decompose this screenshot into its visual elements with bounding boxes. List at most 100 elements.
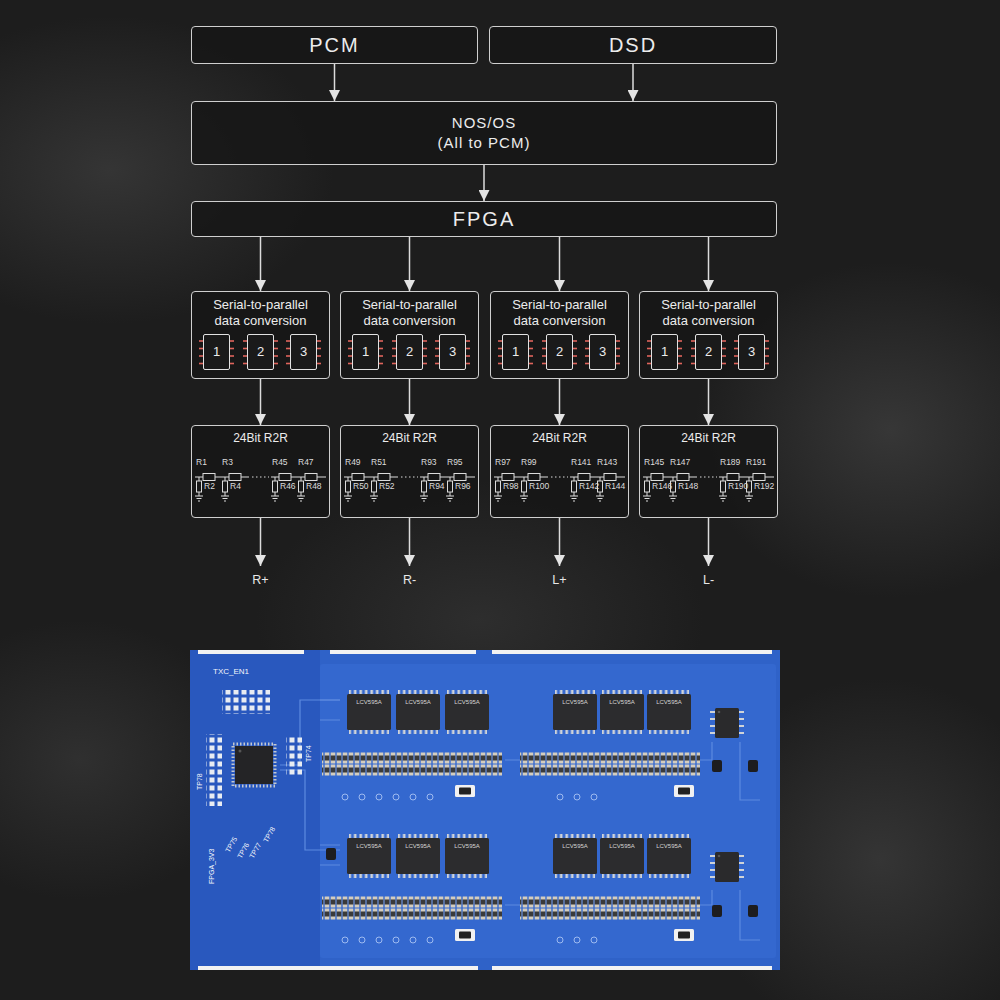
output-signal-label: R+ [252,574,268,587]
flow-arrow [708,237,710,291]
chip-pin [379,348,383,350]
dac-box: 24Bit R2R [639,425,778,518]
chip-pin [765,348,769,350]
silkscreen-label: TP78 [196,773,203,790]
resistor-label: R3 [222,458,233,467]
ground-symbol [520,496,528,501]
converter-box: Serial-to-parallel data conversion123 [191,291,330,379]
resistor-label: R192 [754,482,774,491]
ground-symbol [494,496,502,501]
box-label: (All to PCM) [438,133,531,153]
chip-number: 1 [213,344,220,360]
chip-pin [466,348,470,350]
flow-arrow [483,165,485,201]
flow-arrow [559,379,561,425]
dac-box: 24Bit R2R [191,425,330,518]
ground-symbol [271,496,279,501]
resistor-symbol [677,474,689,481]
resistor-label: R93 [421,458,437,467]
chip-pin [573,348,577,350]
chip-pin [230,348,234,350]
ground-symbol [297,496,305,501]
chip-pin [573,363,577,365]
box-fill [340,425,479,518]
silkscreen-label: TP78 [262,826,276,844]
chip-pin [529,363,533,365]
input-box: DSD [489,26,777,64]
ladder-ellipsis [401,477,418,478]
chip-icon: 3 [738,334,765,370]
ladder-ellipsis [551,477,568,478]
ground-symbol [195,496,203,501]
chip-number: 2 [705,344,712,360]
resistor-symbol [229,474,241,481]
resistor-symbol [378,474,390,481]
resistor-label: R48 [306,482,322,491]
resistor-symbol [203,474,215,481]
resistor-label: R96 [455,482,471,491]
resistor-symbol [372,481,377,492]
chip-pin [379,363,383,365]
box-fill [340,291,479,379]
ground-symbol [669,496,677,501]
resistor-symbol [352,474,364,481]
chip-icon: 3 [439,334,466,370]
chip-pin [274,355,278,357]
box-fill [639,291,778,379]
chip-icon: 3 [290,334,317,370]
resistor-symbol [279,474,291,481]
ladder-ellipsis [252,477,269,478]
box-label: PCM [309,33,359,57]
box-label: Serial-to-parallel data conversion [649,297,768,328]
chip-pin [722,340,726,342]
chip-icon: 1 [651,334,678,370]
chip-number: 3 [300,344,307,360]
resistor-symbol [496,481,501,492]
flow-arrow [559,237,561,291]
box-fill [490,291,629,379]
resistor-symbol [223,481,228,492]
resistor-label: R144 [605,482,625,491]
silkscreen-label: TP74 [305,745,312,762]
chip-marking: LCV595A [656,843,682,849]
output-signal-label: R- [403,574,416,587]
output-arrow [559,518,561,566]
chip-pin [573,355,577,357]
chip-icon: 2 [247,334,274,370]
chip-number: 3 [449,344,456,360]
chip-icon: 2 [546,334,573,370]
chip-pin [423,340,427,342]
chip-marking: LCV595A [405,699,431,705]
ladder-ellipsis [700,477,717,478]
output-signal-label: L+ [552,574,566,587]
ground-symbol [446,496,454,501]
resistor-label: R94 [429,482,445,491]
flow-arrow [708,379,710,425]
box-label: 24Bit R2R [382,431,437,445]
resistor-symbol [753,474,765,481]
ground-symbol [344,496,352,501]
chip-icon: 2 [695,334,722,370]
ground-symbol [420,496,428,501]
chip-number: 3 [748,344,755,360]
chip-icon: 1 [352,334,379,370]
chip-number: 1 [362,344,369,360]
chip-marking: LCV595A [454,843,480,849]
resistor-symbol [305,474,317,481]
chip-pin [466,363,470,365]
chip-marking: LCV595A [356,699,382,705]
chip-pin [722,348,726,350]
converter-box: Serial-to-parallel data conversion123 [490,291,629,379]
chip-marking: LCV595A [562,699,588,705]
chip-pin [616,348,620,350]
ground-symbol [221,496,229,501]
resistor-symbol [604,474,616,481]
chip-number: 2 [406,344,413,360]
resistor-label: R141 [571,458,591,467]
resistor-label: R46 [280,482,296,491]
chip-pin [573,340,577,342]
chip-pin [765,355,769,357]
resistor-label: R47 [298,458,314,467]
resistor-symbol [651,474,663,481]
input-box: PCM [191,26,478,64]
